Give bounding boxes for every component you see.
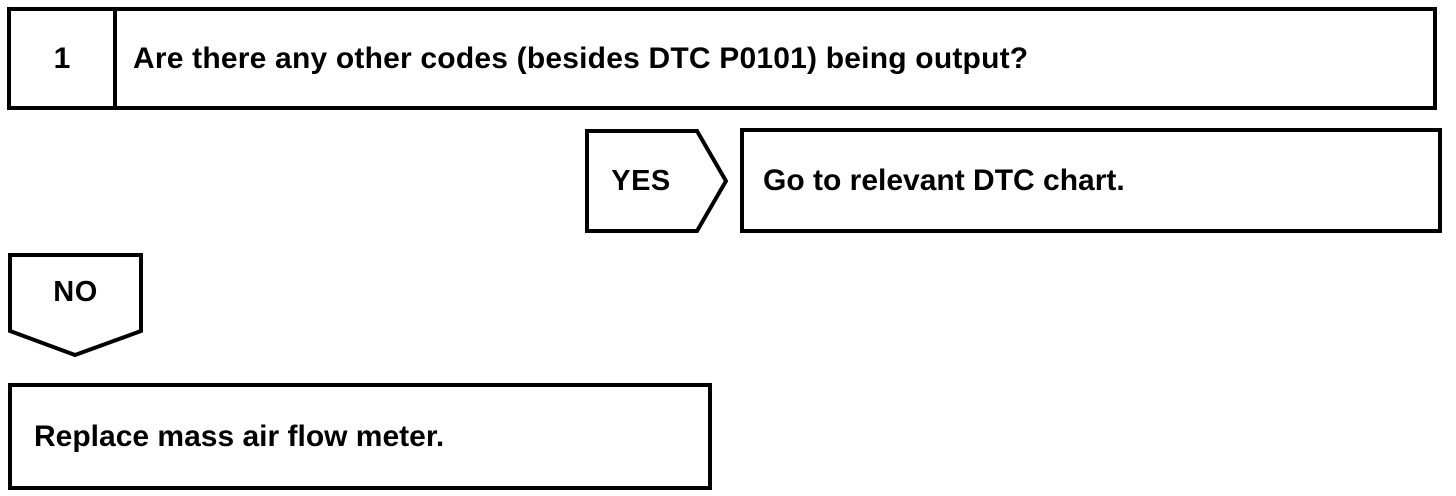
no-label: NO: [53, 276, 98, 308]
yes-pentagon-shape: [585, 129, 728, 233]
yes-label: YES: [611, 164, 671, 197]
no-action-box: Replace mass air flow meter.: [8, 383, 712, 490]
yes-connector: YES: [585, 129, 728, 233]
no-action-text: Replace mass air flow meter.: [34, 419, 445, 453]
yes-action-box: Go to relevant DTC chart.: [740, 128, 1442, 233]
no-connector: NO: [8, 253, 143, 357]
yes-action-text: Go to relevant DTC chart.: [763, 163, 1125, 197]
step-question-box: 1 Are there any other codes (besides DTC…: [7, 7, 1437, 110]
step-number: 1: [11, 11, 117, 106]
no-pentagon-shape: [8, 253, 143, 357]
step-question-text: Are there any other codes (besides DTC P…: [133, 41, 1029, 75]
